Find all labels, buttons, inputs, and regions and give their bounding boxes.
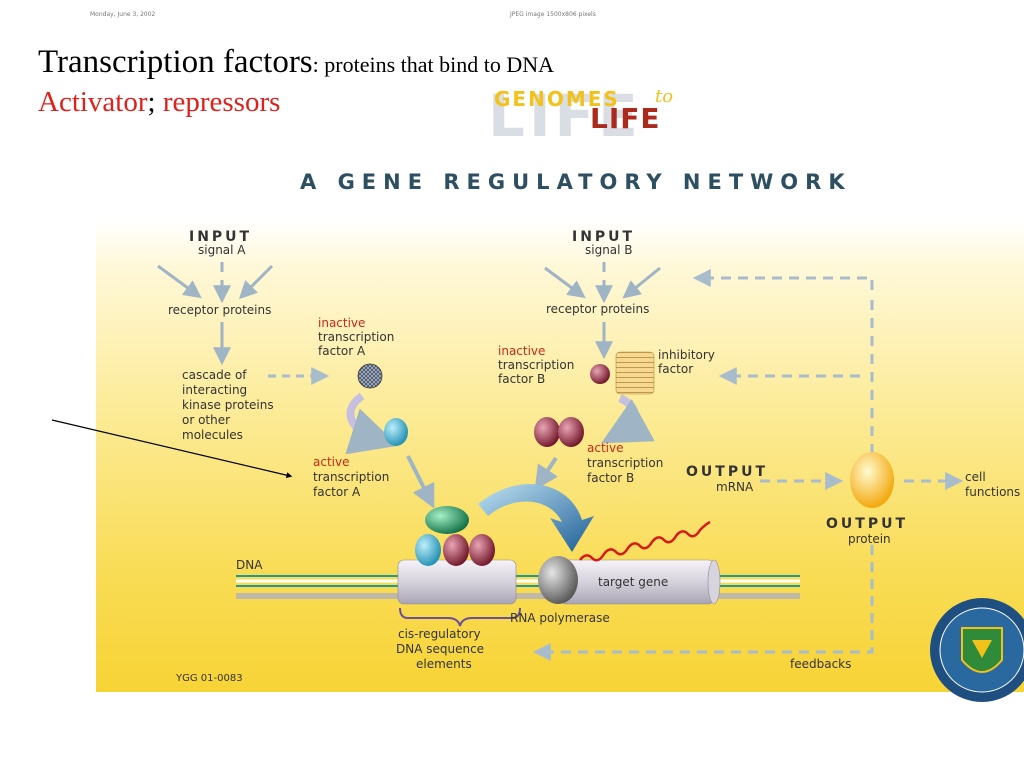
active-tf-b-label-3: factor B [587, 471, 635, 485]
output-mrna-title: OUTPUT [686, 464, 768, 480]
active-tf-a-label-2: transcription [313, 470, 390, 484]
input-b-sub: signal B [585, 243, 633, 257]
cis-regulatory-label-3: elements [416, 657, 472, 671]
cis-regulatory-region [397, 559, 517, 605]
logo-to: to [655, 86, 674, 107]
signal-a-arrows [157, 262, 274, 366]
mrna-strand [579, 520, 711, 562]
slide-title: Transcription factors: proteins that bin… [38, 44, 554, 81]
dna-label: DNA [236, 558, 263, 572]
output-protein-sphere [850, 452, 894, 508]
inhibitory-label-1: inhibitory [658, 348, 715, 362]
tf-b-to-dna-arrow [534, 456, 558, 490]
output-protein-title: OUTPUT [826, 516, 908, 532]
subtitle-separator: ; [147, 86, 156, 118]
doe-seal-icon [930, 598, 1024, 702]
inhibitory-label-2: factor [658, 362, 694, 376]
feedback-bottom-arrow [532, 545, 874, 661]
inhibitory-factor-block [615, 351, 655, 395]
bound-tf-b-2 [469, 534, 495, 566]
input-b-title: INPUT [572, 229, 636, 245]
cis-regulatory-label-2: DNA sequence [396, 642, 485, 656]
inactive-tf-a-sphere [357, 363, 383, 389]
title-main: Transcription factors [38, 44, 313, 80]
rna-polymerase-sphere [538, 556, 578, 604]
output-protein-sub: protein [848, 532, 891, 546]
cascade-label-4: or other [182, 413, 231, 427]
bound-green-factor [425, 506, 469, 534]
bound-tf-b-1 [443, 534, 469, 566]
activator-text: Activator [38, 86, 148, 118]
rna-polymerase-label: RNA polymerase [510, 611, 610, 625]
feedback-top-arrow [692, 269, 874, 290]
cis-regulatory-brace [399, 607, 521, 627]
active-tf-b-label-1: active [587, 441, 624, 455]
logo-life: LIFE [590, 102, 661, 135]
activation-arrow-a [345, 392, 399, 455]
header-info: JPEG image 1500x806 pixels [510, 11, 596, 18]
cell-functions-label-2: functions [965, 485, 1021, 499]
active-tf-a-sphere [384, 418, 408, 446]
activation-big-arrow [478, 483, 594, 552]
active-tf-a-label-3: factor A [313, 485, 361, 499]
input-a-title: INPUT [189, 229, 253, 245]
inactive-tf-b-label-1: inactive [498, 344, 546, 358]
header-date: Monday, June 3, 2002 [90, 11, 156, 18]
inactive-tf-b-sphere [590, 364, 610, 384]
active-tf-b-sphere-2 [558, 417, 584, 447]
feedbacks-label: feedbacks [790, 657, 852, 671]
active-tf-b-sphere-1 [534, 417, 560, 447]
cascade-label-1: cascade of [182, 368, 247, 382]
target-gene-label: target gene [598, 575, 669, 589]
cascade-label-5: molecules [182, 428, 243, 442]
logo-ghost-text: LIFE [488, 82, 642, 150]
repressors-text: repressors [162, 86, 281, 118]
cascade-label-3: kinase proteins [182, 398, 274, 412]
cis-regulatory-label-1: cis-regulatory [398, 627, 481, 641]
receptor-proteins-a: receptor proteins [168, 303, 272, 317]
activation-arrow-b [601, 394, 655, 444]
cell-functions-label-1: cell [965, 470, 986, 484]
pointer-arrow [51, 419, 293, 479]
diagram-title: A GENE REGULATORY NETWORK [300, 170, 852, 194]
signal-b-arrows [544, 262, 661, 360]
tf-a-to-dna-arrow [406, 455, 435, 509]
bound-tf-a [415, 534, 441, 566]
inactive-tf-a-label-3: factor A [318, 344, 366, 358]
inactive-tf-b-label-2: transcription [498, 358, 575, 372]
active-tf-a-label-1: active [313, 455, 350, 469]
output-mrna-sub: mRNA [716, 480, 754, 494]
figure-code: YGG 01-0083 [176, 673, 243, 684]
active-tf-b-label-2: transcription [587, 456, 664, 470]
inactive-tf-b-label-3: factor B [498, 372, 546, 386]
inactive-tf-a-label-1: inactive [318, 316, 366, 330]
title-sub: : proteins that bind to DNA [312, 52, 555, 77]
receptor-proteins-b: receptor proteins [546, 302, 650, 316]
logo-genomes: GENOMES [494, 87, 620, 111]
inactive-tf-a-label-2: transcription [318, 330, 395, 344]
slide-subtitle: Activator; repressors [38, 86, 280, 119]
cascade-label-2: interacting [182, 383, 248, 397]
input-a-sub: signal A [198, 243, 246, 257]
